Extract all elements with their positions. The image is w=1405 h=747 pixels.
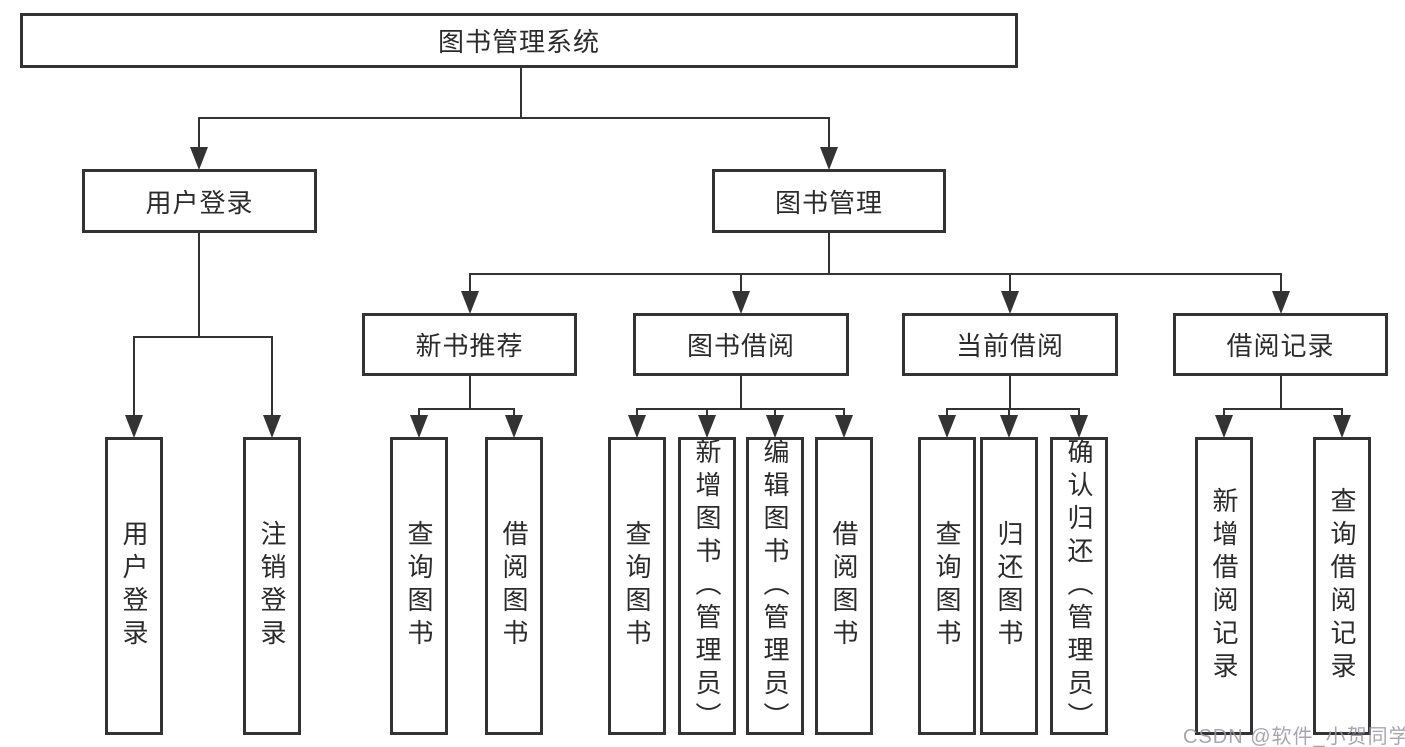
node-label: 图书管理 xyxy=(774,187,883,218)
connector-line-vertical xyxy=(1008,408,1010,418)
node-label: 查询图书 xyxy=(932,520,962,652)
node-label: 确认归还（管理员） xyxy=(1064,437,1094,735)
node-label: 注销登录 xyxy=(257,520,287,652)
leaf-search-borrow-record: 查询借阅记录 xyxy=(1313,437,1371,735)
node-current-borrowing: 当前借阅 xyxy=(902,313,1118,376)
node-label: 借阅图书 xyxy=(499,520,529,652)
connector-line-vertical xyxy=(1341,408,1343,418)
node-new-book-recommendation: 新书推荐 xyxy=(362,313,577,376)
connector-line-horizontal xyxy=(636,408,845,410)
connector-line-vertical xyxy=(843,408,845,418)
node-label: 借阅图书 xyxy=(829,520,859,652)
arrowhead-down-icon xyxy=(1001,291,1019,314)
connector-line-vertical xyxy=(636,408,638,418)
node-label: 新增借阅记录 xyxy=(1209,487,1239,685)
connector-line-horizontal xyxy=(946,408,1080,410)
watermark-text: CSDN @软件_小贺同学 xyxy=(1183,726,1405,747)
connector-line-vertical xyxy=(706,408,708,418)
arrowhead-down-icon xyxy=(820,147,838,170)
connector-line-horizontal xyxy=(418,408,515,410)
arrowhead-down-icon xyxy=(1272,291,1290,314)
arrowhead-down-icon xyxy=(1333,415,1351,438)
leaf-borrow-books-recommend: 借阅图书 xyxy=(485,437,543,735)
connector-line-vertical xyxy=(946,408,948,418)
leaf-search-books-current: 查询图书 xyxy=(918,437,976,735)
arrowhead-down-icon xyxy=(698,415,716,438)
connector-line-vertical xyxy=(1280,376,1282,410)
node-book-management: 图书管理 xyxy=(712,169,946,233)
connector-line-vertical xyxy=(1223,408,1225,418)
connector-line-horizontal xyxy=(133,336,273,338)
leaf-search-books-borrowing: 查询图书 xyxy=(608,437,666,735)
node-label: 新书推荐 xyxy=(415,331,524,361)
node-label: 查询图书 xyxy=(404,520,434,652)
connector-line-vertical xyxy=(1078,408,1080,418)
node-label: 归还图书 xyxy=(994,520,1024,652)
leaf-edit-books-admin: 编辑图书（管理员） xyxy=(746,437,804,735)
node-label: 图书管理系统 xyxy=(437,27,600,57)
leaf-add-books-admin: 新增图书（管理员） xyxy=(678,437,736,735)
connector-line-vertical xyxy=(513,408,515,418)
node-label: 编辑图书（管理员） xyxy=(760,437,790,735)
connector-line-vertical xyxy=(133,336,135,418)
connector-line-vertical xyxy=(198,233,200,338)
connector-line-horizontal xyxy=(1223,408,1343,410)
node-label: 当前借阅 xyxy=(955,331,1064,361)
leaf-return-books: 归还图书 xyxy=(980,437,1038,735)
connector-line-vertical xyxy=(740,376,742,410)
connector-line-vertical xyxy=(828,233,830,275)
arrowhead-down-icon xyxy=(410,415,428,438)
leaf-user-login: 用户登录 xyxy=(105,437,163,735)
leaf-borrow-books-borrowing: 借阅图书 xyxy=(815,437,873,735)
connector-line-vertical xyxy=(418,408,420,418)
arrowhead-down-icon xyxy=(190,147,208,170)
node-label: 查询借阅记录 xyxy=(1327,487,1357,685)
node-label: 新增图书（管理员） xyxy=(692,437,722,735)
arrowhead-down-icon xyxy=(835,415,853,438)
connector-line-horizontal xyxy=(469,273,1282,275)
node-borrowing-records: 借阅记录 xyxy=(1173,313,1388,376)
node-user-login: 用户登录 xyxy=(82,169,317,233)
arrowhead-down-icon xyxy=(461,291,479,314)
connector-line-vertical xyxy=(828,117,830,150)
node-label: 用户登录 xyxy=(119,520,149,652)
arrowhead-down-icon xyxy=(628,415,646,438)
arrowhead-down-icon xyxy=(263,415,281,438)
connector-line-vertical xyxy=(774,408,776,418)
leaf-add-borrow-record: 新增借阅记录 xyxy=(1195,437,1253,735)
leaf-logout: 注销登录 xyxy=(243,437,301,735)
connector-line-horizontal xyxy=(198,117,830,119)
node-label: 图书借阅 xyxy=(686,331,795,361)
arrowhead-down-icon xyxy=(125,415,143,438)
node-label: 借阅记录 xyxy=(1226,331,1335,361)
leaf-search-books-recommend: 查询图书 xyxy=(390,437,448,735)
connector-line-vertical xyxy=(740,273,742,294)
connector-line-vertical xyxy=(1009,273,1011,294)
connector-line-vertical xyxy=(1280,273,1282,294)
arrowhead-down-icon xyxy=(766,415,784,438)
connector-line-vertical xyxy=(520,68,522,119)
connector-line-vertical xyxy=(469,376,471,410)
arrowhead-down-icon xyxy=(1070,415,1088,438)
node-label: 用户登录 xyxy=(145,187,254,218)
node-label: 查询图书 xyxy=(622,520,652,652)
arrowhead-down-icon xyxy=(1215,415,1233,438)
node-book-borrowing: 图书借阅 xyxy=(633,313,849,376)
arrowhead-down-icon xyxy=(938,415,956,438)
arrowhead-down-icon xyxy=(505,415,523,438)
node-root-library-system: 图书管理系统 xyxy=(20,13,1018,68)
connector-line-vertical xyxy=(1009,376,1011,410)
connector-line-vertical xyxy=(469,273,471,294)
arrowhead-down-icon xyxy=(1000,415,1018,438)
connector-line-vertical xyxy=(198,117,200,150)
connector-line-vertical xyxy=(271,336,273,418)
leaf-confirm-return-admin: 确认归还（管理员） xyxy=(1050,437,1108,735)
arrowhead-down-icon xyxy=(732,291,750,314)
